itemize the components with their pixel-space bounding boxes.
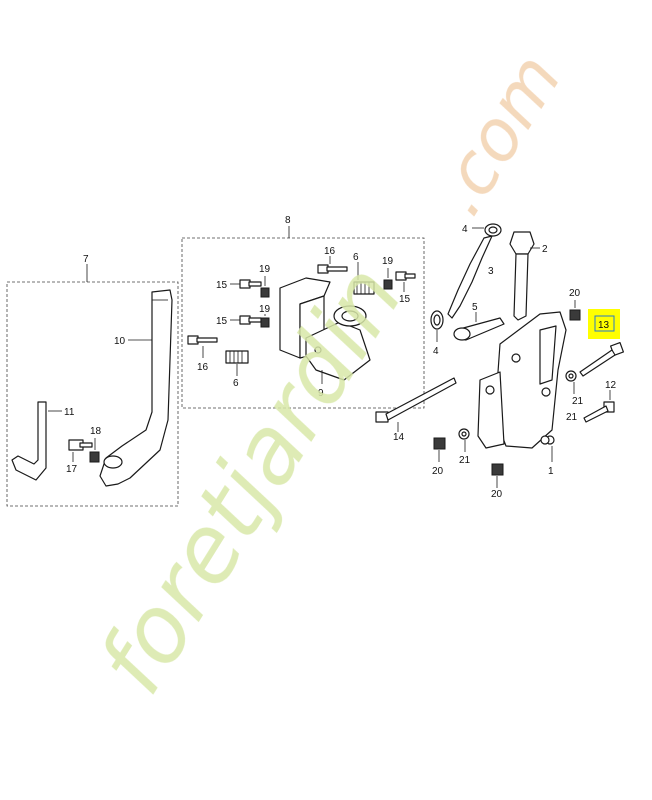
callout-21c[interactable]: 21 [566,412,578,423]
part-21-washer-a[interactable] [565,370,577,382]
part-11-bent-pin[interactable] [11,401,47,481]
part-20-nut-a[interactable] [569,309,581,321]
group-box-7 [6,281,179,507]
callout-13[interactable]: 13 [598,320,610,331]
callout-7[interactable]: 7 [83,254,89,265]
callout-16a[interactable]: 16 [324,246,336,257]
callout-11[interactable]: 11 [64,407,75,418]
callout-8[interactable]: 8 [285,215,291,226]
part-15-bolt-a[interactable] [239,279,262,289]
callout-19a[interactable]: 19 [259,264,271,275]
part-19-nut-c[interactable] [383,279,393,290]
part-17-bolt[interactable] [68,439,93,451]
callout-3[interactable]: 3 [488,266,494,277]
callout-10[interactable]: 10 [114,336,126,347]
part-13-bolt[interactable] [579,341,625,377]
callout-6a[interactable]: 6 [353,252,359,263]
callout-21b[interactable]: 21 [459,455,471,466]
callout-12[interactable]: 12 [605,380,617,391]
callout-19c[interactable]: 19 [382,256,394,267]
callout-21a[interactable]: 21 [572,396,584,407]
part-16-bolt-upper[interactable] [317,264,348,274]
callout-15a[interactable]: 15 [216,280,228,291]
part-5-lynch-pin[interactable] [453,317,505,341]
part-6-spring-upper[interactable] [353,281,375,295]
part-14-long-bolt[interactable] [375,377,457,423]
part-1-frame[interactable] [477,311,567,449]
callout-4b[interactable]: 4 [433,346,439,357]
callout-15b[interactable]: 15 [216,316,228,327]
callout-15c[interactable]: 15 [399,294,411,305]
watermark-suffix: .com [417,40,578,229]
callout-1[interactable]: 1 [548,466,554,477]
callout-16b[interactable]: 16 [197,362,209,373]
part-4-ring-upper[interactable] [484,223,502,237]
part-6-spring-lower[interactable] [225,350,249,364]
part-20-nut-c[interactable] [491,463,504,476]
callout-6b[interactable]: 6 [233,378,239,389]
callout-17[interactable]: 17 [66,464,78,475]
part-2-hitch-pin[interactable] [509,231,535,321]
callout-19b[interactable]: 19 [259,304,271,315]
callout-2[interactable]: 2 [542,244,548,255]
highlight-label-frame [594,315,615,332]
part-18-nut[interactable] [89,451,100,463]
callout-5[interactable]: 5 [472,302,478,313]
callout-20c[interactable]: 20 [491,489,503,500]
watermark-text: foretjardin [78,247,424,712]
part-12-bolt[interactable] [583,401,615,423]
part-4-ring-lower[interactable] [430,310,444,330]
part-10-lever[interactable] [99,289,173,487]
callout-9[interactable]: 9 [318,388,324,399]
part-21-washer-b[interactable] [458,428,470,440]
part-16-bolt-lower[interactable] [187,335,218,345]
part-9-bracket[interactable] [279,277,371,381]
callout-20a[interactable]: 20 [569,288,581,299]
group-box-8 [181,237,425,409]
part-15-bolt-b[interactable] [239,315,262,325]
part-19-nut-b[interactable] [260,317,270,328]
part-20-nut-b[interactable] [433,437,446,450]
callout-14[interactable]: 14 [393,432,405,443]
part-3-chain[interactable] [447,235,493,319]
part-19-nut-a[interactable] [260,287,270,298]
callout-18[interactable]: 18 [90,426,102,437]
part-21-washer-c[interactable] [540,435,550,445]
callout-20b[interactable]: 20 [432,466,444,477]
callout-4a[interactable]: 4 [462,224,468,235]
part-15-bolt-c[interactable] [395,271,416,281]
